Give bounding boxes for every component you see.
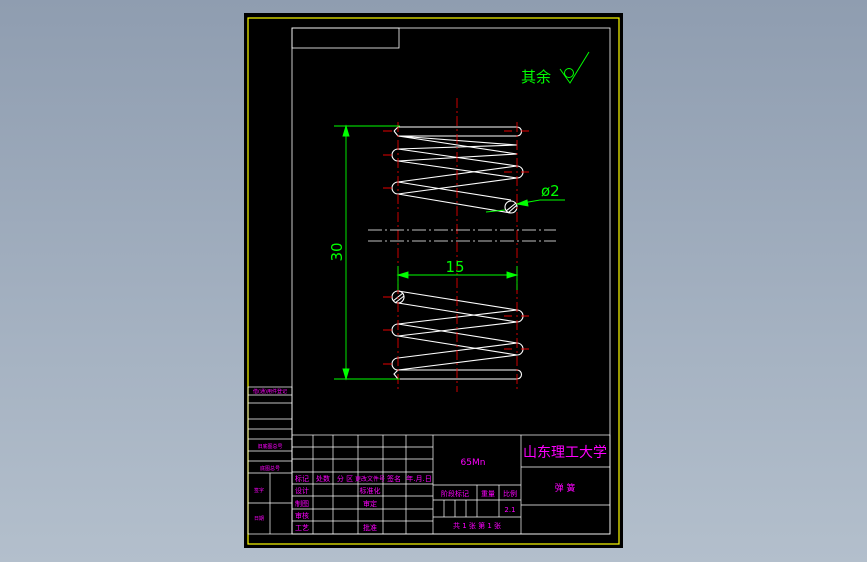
dim-free-length: 30 — [328, 242, 346, 261]
title-block-grid — [291, 434, 611, 535]
rev-header-sign: 签名 — [387, 474, 401, 483]
sig-check: 审核 — [295, 511, 309, 520]
sig-approve: 批准 — [363, 523, 377, 532]
material-label: 65Mn — [461, 458, 486, 468]
surface-finish-label: 其余 — [521, 68, 551, 86]
rev-header-doc: 更改文件号 — [355, 475, 385, 483]
sig-review: 审定 — [363, 499, 377, 508]
scale-label: 比例 — [503, 489, 517, 498]
horizontal-axis — [368, 229, 556, 242]
left-cell-sign: 签字 — [254, 487, 264, 494]
dim-mean-diameter: 15 — [445, 258, 464, 276]
sig-process: 工艺 — [295, 524, 309, 532]
left-cell-date: 日期 — [254, 516, 264, 522]
left-cell-old-base: 旧底图总号 — [257, 443, 282, 450]
stage-mark-label: 阶段标记 — [441, 489, 469, 498]
school-name: 山东理工大学 — [523, 445, 607, 461]
sig-design: 设计 — [295, 486, 309, 495]
surface-roughness-icon — [559, 51, 590, 84]
weight-label: 重量 — [481, 490, 495, 498]
dim-wire-diameter: ø2 — [541, 182, 560, 200]
centerlines — [397, 98, 518, 392]
rev-header-zone: 分 区 — [337, 474, 353, 483]
rev-header-mark: 标记 — [295, 474, 309, 483]
scale-value: 2.1 — [504, 506, 515, 514]
sig-drafting: 制图 — [295, 499, 309, 508]
part-name: 弹 簧 — [555, 482, 576, 494]
reference-number-box — [291, 27, 400, 49]
dimension-lines — [334, 124, 565, 381]
sheet-count: 共 1 张 第 1 张 — [453, 521, 501, 530]
wire-center-ticks — [383, 130, 529, 365]
sig-standardize: 标准化 — [360, 486, 381, 495]
rev-header-count: 处数 — [316, 474, 330, 483]
drawing-sheet — [244, 13, 623, 548]
left-cell-base: 底图总号 — [260, 465, 280, 472]
outer-border — [247, 17, 620, 545]
left-cell-borrowed: 借(通)用件登记 — [253, 388, 287, 395]
rev-header-date: 年.月.日 — [406, 474, 431, 483]
